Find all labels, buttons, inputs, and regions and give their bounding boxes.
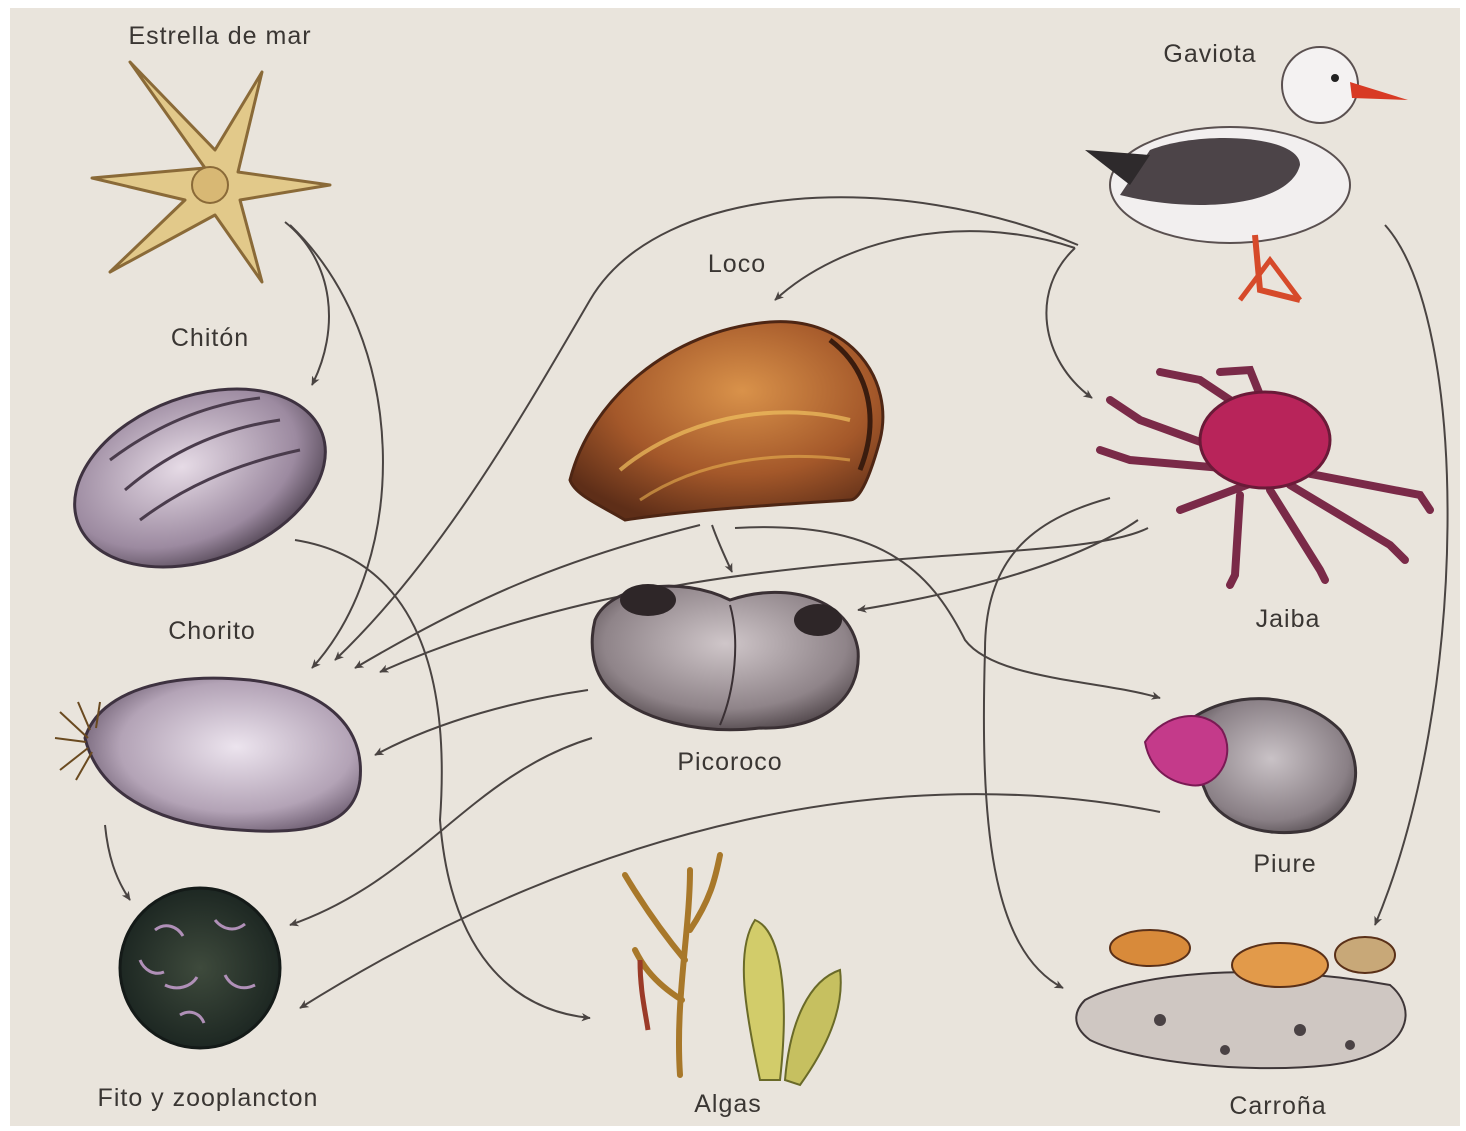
label-chorito: Chorito bbox=[168, 617, 256, 646]
label-piure: Piure bbox=[1253, 850, 1316, 879]
arrow-estrella-chiton bbox=[285, 222, 329, 385]
label-fito-y-zooplancton: Fito y zooplancton bbox=[98, 1084, 319, 1113]
label-algas: Algas bbox=[694, 1090, 762, 1119]
loco-snail-illustration bbox=[570, 322, 883, 520]
mussel-illustration bbox=[55, 678, 360, 831]
label-picoroco: Picoroco bbox=[677, 748, 782, 777]
arrow-loco-picoroco bbox=[712, 525, 732, 572]
arrow-gaviota-jaiba bbox=[1046, 248, 1092, 398]
barnacle-illustration bbox=[592, 584, 858, 730]
arrow-picoroco-chorito bbox=[375, 690, 588, 755]
label-chiton: Chitón bbox=[171, 324, 249, 353]
crab-illustration bbox=[1100, 370, 1430, 585]
arrow-gaviota-loco bbox=[775, 231, 1075, 300]
label-jaiba: Jaiba bbox=[1256, 605, 1321, 634]
starfish-illustration bbox=[92, 62, 330, 282]
piure-illustration bbox=[1145, 699, 1356, 833]
label-estrella-de-mar: Estrella de mar bbox=[128, 22, 311, 51]
arrow-jaiba-carrona bbox=[984, 498, 1110, 988]
algae-illustration bbox=[625, 855, 841, 1085]
arrow-piure-fito bbox=[300, 794, 1160, 1008]
arrow-gaviota-carrona bbox=[1375, 225, 1448, 925]
arrow-jaiba-picoroco bbox=[858, 520, 1138, 610]
plankton-illustration bbox=[120, 888, 280, 1048]
arrow-chorito-fito bbox=[105, 825, 130, 900]
chiton-illustration bbox=[50, 356, 350, 599]
label-loco: Loco bbox=[708, 250, 766, 279]
seagull-illustration bbox=[1085, 47, 1408, 300]
label-gaviota: Gaviota bbox=[1163, 40, 1256, 69]
label-carrona: Carroña bbox=[1229, 1092, 1326, 1121]
carrion-illustration bbox=[1076, 930, 1405, 1068]
